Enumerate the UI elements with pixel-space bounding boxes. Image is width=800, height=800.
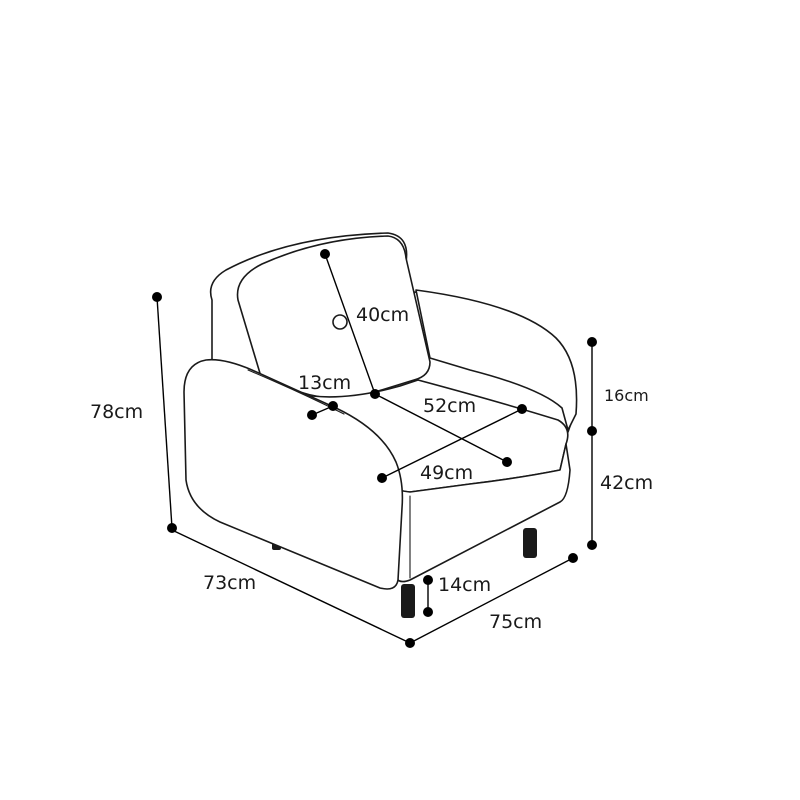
back-above-arm-label: 16cm — [604, 386, 649, 405]
leg-dim-dot-bottom — [423, 607, 433, 617]
seat-depth-label: 49cm — [420, 462, 473, 484]
armchair-illustration — [183, 232, 578, 618]
right-armrest — [415, 289, 578, 431]
height-dim-dot-top — [152, 292, 162, 302]
dimension-lines — [152, 249, 597, 648]
seat-depth-dim-line — [381, 408, 523, 479]
width-dim-dot-right — [568, 553, 578, 563]
seat-width-dim-dot-right — [502, 457, 512, 467]
width-label: 75cm — [489, 611, 542, 633]
backrest-height-label: 40cm — [356, 304, 409, 326]
right-height-dim-dot-mid — [587, 426, 597, 436]
right-height-dim-dot-bottom — [587, 540, 597, 550]
back-right-leg — [523, 528, 537, 558]
backrest-dim-dot-top — [320, 249, 330, 259]
leg-height-label: 14cm — [438, 574, 491, 596]
right-height-dim-dot-top — [587, 337, 597, 347]
seat-width-label: 52cm — [423, 395, 476, 417]
seat-depth-dim-dot-back — [517, 404, 527, 414]
armrest-width-label: 13cm — [298, 372, 351, 394]
leg-dim-dot-top — [423, 575, 433, 585]
seat-width-dim-line — [374, 393, 508, 463]
width-dim-line — [409, 557, 574, 644]
depth-dim-line — [171, 529, 411, 644]
back-cushion-button — [332, 314, 348, 330]
left-armrest — [183, 358, 404, 590]
arm-height-label: 42cm — [600, 472, 653, 494]
armrest-dim-dot-outer — [307, 410, 317, 420]
seat-depth-dim-dot-front — [377, 473, 387, 483]
depth-label: 73cm — [203, 572, 256, 594]
height-dim-line — [156, 296, 173, 529]
dimension-labels: 78cm 73cm 75cm 40cm 13cm 52cm 49cm 16cm … — [90, 304, 653, 633]
seat-base — [381, 443, 571, 583]
overall-height-label: 78cm — [90, 401, 143, 423]
backrest-dim-line — [324, 253, 376, 395]
front-leg — [401, 584, 415, 618]
armrest-dim-dot-inner — [328, 401, 338, 411]
